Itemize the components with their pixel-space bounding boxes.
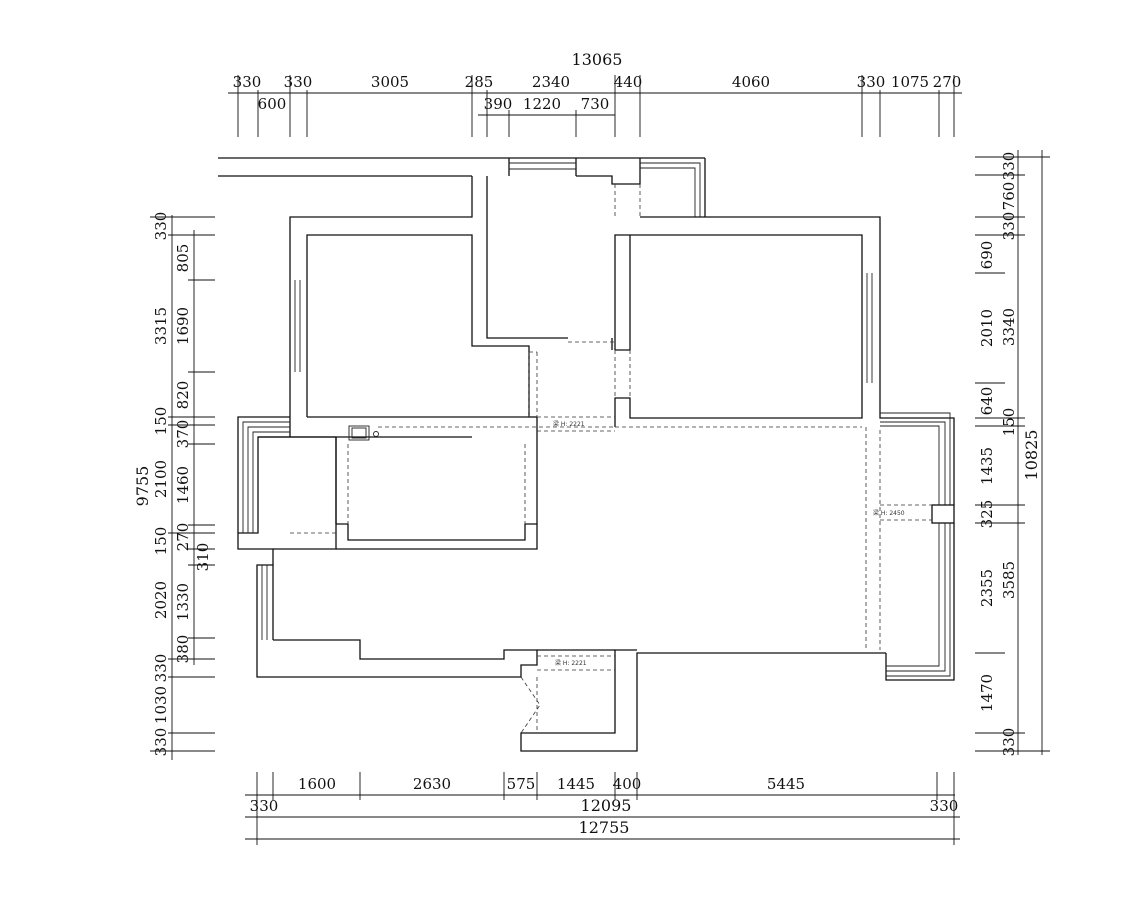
right-dim: 690 [978, 241, 996, 270]
top-dim: 1220 [523, 95, 561, 113]
bottom-dim: 2630 [413, 775, 451, 793]
bottom-dim: 1600 [298, 775, 336, 793]
right-dim: 330 [1000, 728, 1018, 757]
top-dimensions: 13065 330 330 3005 285 2340 440 4060 330… [233, 50, 962, 113]
right-dim: 1435 [978, 447, 996, 485]
beam-note: 梁 H: 2221 [555, 659, 587, 667]
right-dim: 325 [978, 500, 996, 529]
left-dim: 2020 [152, 581, 170, 619]
left-dim: 330 [152, 212, 170, 241]
right-dim: 330 [1000, 212, 1018, 241]
bottom-dim: 400 [613, 775, 642, 793]
top-dim: 270 [933, 73, 962, 91]
bottom-dimensions: 1600 2630 575 1445 400 5445 330 12095 33… [250, 775, 959, 837]
dimension-lines [150, 75, 1050, 845]
right-total-dim: 10825 [1022, 430, 1041, 481]
left-dim: 310 [194, 543, 212, 572]
right-dimensions: 10825 330 760 330 3340 150 325 3585 330 … [978, 152, 1041, 757]
top-dim: 4060 [732, 73, 770, 91]
right-dim: 640 [978, 387, 996, 416]
bottom-dim: 330 [930, 797, 959, 815]
left-dim: 330 [152, 654, 170, 683]
right-dim: 330 [1000, 152, 1018, 181]
left-dim: 1460 [174, 466, 192, 504]
top-dim: 285 [465, 73, 494, 91]
bottom-dim: 5445 [767, 775, 805, 793]
top-dim: 730 [581, 95, 610, 113]
top-dim: 330 [284, 73, 313, 91]
beam-note: 梁 H: 2450 [873, 509, 905, 517]
top-total-dim: 13065 [572, 50, 623, 69]
left-dim: 1690 [174, 307, 192, 345]
bottom-dim: 1445 [557, 775, 595, 793]
bottom-dim: 330 [250, 797, 279, 815]
beam-note: 梁 H: 2221 [553, 420, 585, 428]
top-dim: 330 [857, 73, 886, 91]
top-dim: 330 [233, 73, 262, 91]
left-dim: 380 [174, 635, 192, 664]
left-dim: 820 [174, 381, 192, 410]
left-dim: 150 [152, 407, 170, 436]
dashed-openings [290, 184, 932, 734]
left-total-dim: 9755 [133, 466, 152, 507]
top-dim: 440 [614, 73, 643, 91]
left-dim: 270 [174, 523, 192, 552]
left-dim: 370 [174, 420, 192, 449]
left-dimensions: 9755 330 3315 150 2100 150 2020 330 1030… [133, 212, 212, 757]
top-dim: 390 [484, 95, 513, 113]
top-dim: 3005 [371, 73, 409, 91]
bottom-dim: 12095 [581, 796, 632, 815]
right-dim: 2355 [978, 569, 996, 607]
top-dim: 1075 [891, 73, 929, 91]
right-dim: 150 [1000, 408, 1018, 437]
left-dim: 150 [152, 527, 170, 556]
left-dim: 1030 [152, 686, 170, 724]
left-dim: 2100 [152, 460, 170, 498]
bottom-dim: 575 [507, 775, 536, 793]
left-dim: 805 [174, 244, 192, 273]
left-dim: 3315 [152, 307, 170, 345]
right-dim: 1470 [978, 674, 996, 712]
right-dim: 2010 [978, 309, 996, 347]
top-dim: 600 [258, 95, 287, 113]
right-dim: 3585 [1000, 561, 1018, 599]
beam-notes: 梁 H: 2221 梁 H: 2450 梁 H: 2221 [553, 420, 905, 667]
right-dim: 760 [1000, 182, 1018, 211]
bottom-total-dim: 12755 [579, 818, 630, 837]
left-dim: 330 [152, 728, 170, 757]
left-dim: 1330 [174, 583, 192, 621]
top-dim: 2340 [532, 73, 570, 91]
right-dim: 3340 [1000, 308, 1018, 346]
